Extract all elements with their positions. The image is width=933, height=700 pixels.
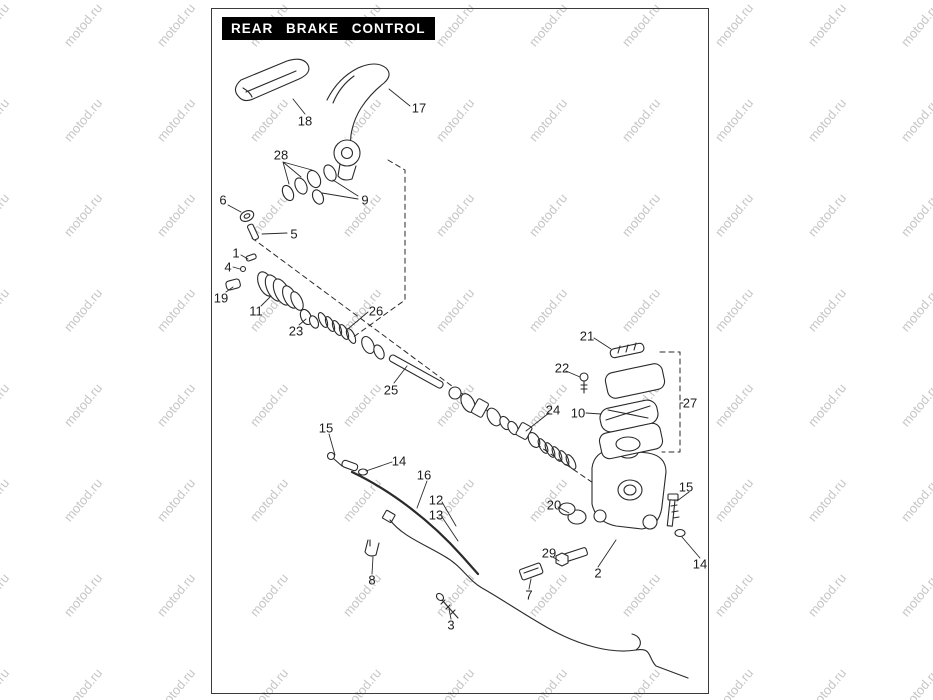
callout-16: 16	[416, 467, 432, 483]
flat-washer-drawing	[239, 210, 255, 222]
callout-29: 29	[541, 545, 557, 561]
mount-bolt-right-drawing	[666, 493, 686, 538]
small-fasteners-drawing	[225, 253, 257, 291]
reservoir-cover-drawing	[579, 342, 666, 460]
hose-fitting-drawing	[518, 562, 544, 581]
callout-25: 25	[383, 382, 399, 398]
pedal-pad-drawing	[234, 58, 310, 102]
callout-17: 17	[411, 100, 427, 116]
brake-rod-drawing	[350, 470, 480, 576]
callout-28: 28	[273, 147, 289, 163]
callout-24: 24	[545, 402, 561, 418]
callout-14-right: 14	[692, 556, 708, 572]
callout-9: 9	[361, 192, 369, 208]
callout-22: 22	[554, 360, 570, 376]
callout-3: 3	[447, 617, 455, 633]
bleeder-screw-drawing	[435, 592, 459, 619]
brake-lever-drawing	[326, 63, 390, 181]
callout-14-left: 14	[391, 453, 407, 469]
callout-26: 26	[368, 303, 384, 319]
port-cap-drawing	[558, 502, 587, 525]
callout-19: 19	[213, 290, 229, 306]
callout-21: 21	[579, 328, 595, 344]
callout-11: 11	[249, 303, 263, 319]
callout-5: 5	[290, 226, 298, 242]
diagram-frame	[211, 8, 709, 694]
push-rod-drawing	[361, 335, 462, 400]
callout-4: 4	[224, 259, 232, 275]
callout-15-right: 15	[678, 479, 694, 495]
callout-8: 8	[368, 572, 376, 588]
seal-kit-drawing	[460, 393, 577, 470]
callout-18: 18	[297, 113, 313, 129]
callout-27: 27	[682, 395, 698, 411]
assembly-axis-lines	[251, 159, 681, 516]
callout-7: 7	[525, 587, 533, 603]
leader-lines	[225, 88, 701, 620]
master-cylinder-drawing	[591, 445, 667, 530]
callout-12: 12	[428, 492, 444, 508]
callout-6: 6	[219, 192, 227, 208]
callout-23: 23	[288, 323, 304, 339]
callout-10: 10	[570, 405, 586, 421]
diagram-title: REAR BRAKE CONTROL	[222, 17, 435, 40]
callout-2: 2	[594, 565, 602, 581]
retaining-ring-drawing	[299, 308, 320, 329]
rubber-boot-drawing	[257, 271, 304, 311]
oring-set-drawing	[281, 169, 322, 202]
retainer-clip-drawing	[364, 539, 380, 557]
callout-20: 20	[546, 497, 562, 513]
pin-drawing	[247, 223, 259, 241]
callout-1: 1	[232, 245, 240, 261]
banjo-bolt-drawing	[555, 547, 588, 567]
callout-15-left: 15	[318, 420, 334, 436]
callout-13: 13	[428, 507, 444, 523]
brake-line-drawing	[381, 509, 689, 679]
small-spring-drawing	[317, 312, 357, 344]
clevis-pin-left-drawing	[326, 451, 369, 476]
